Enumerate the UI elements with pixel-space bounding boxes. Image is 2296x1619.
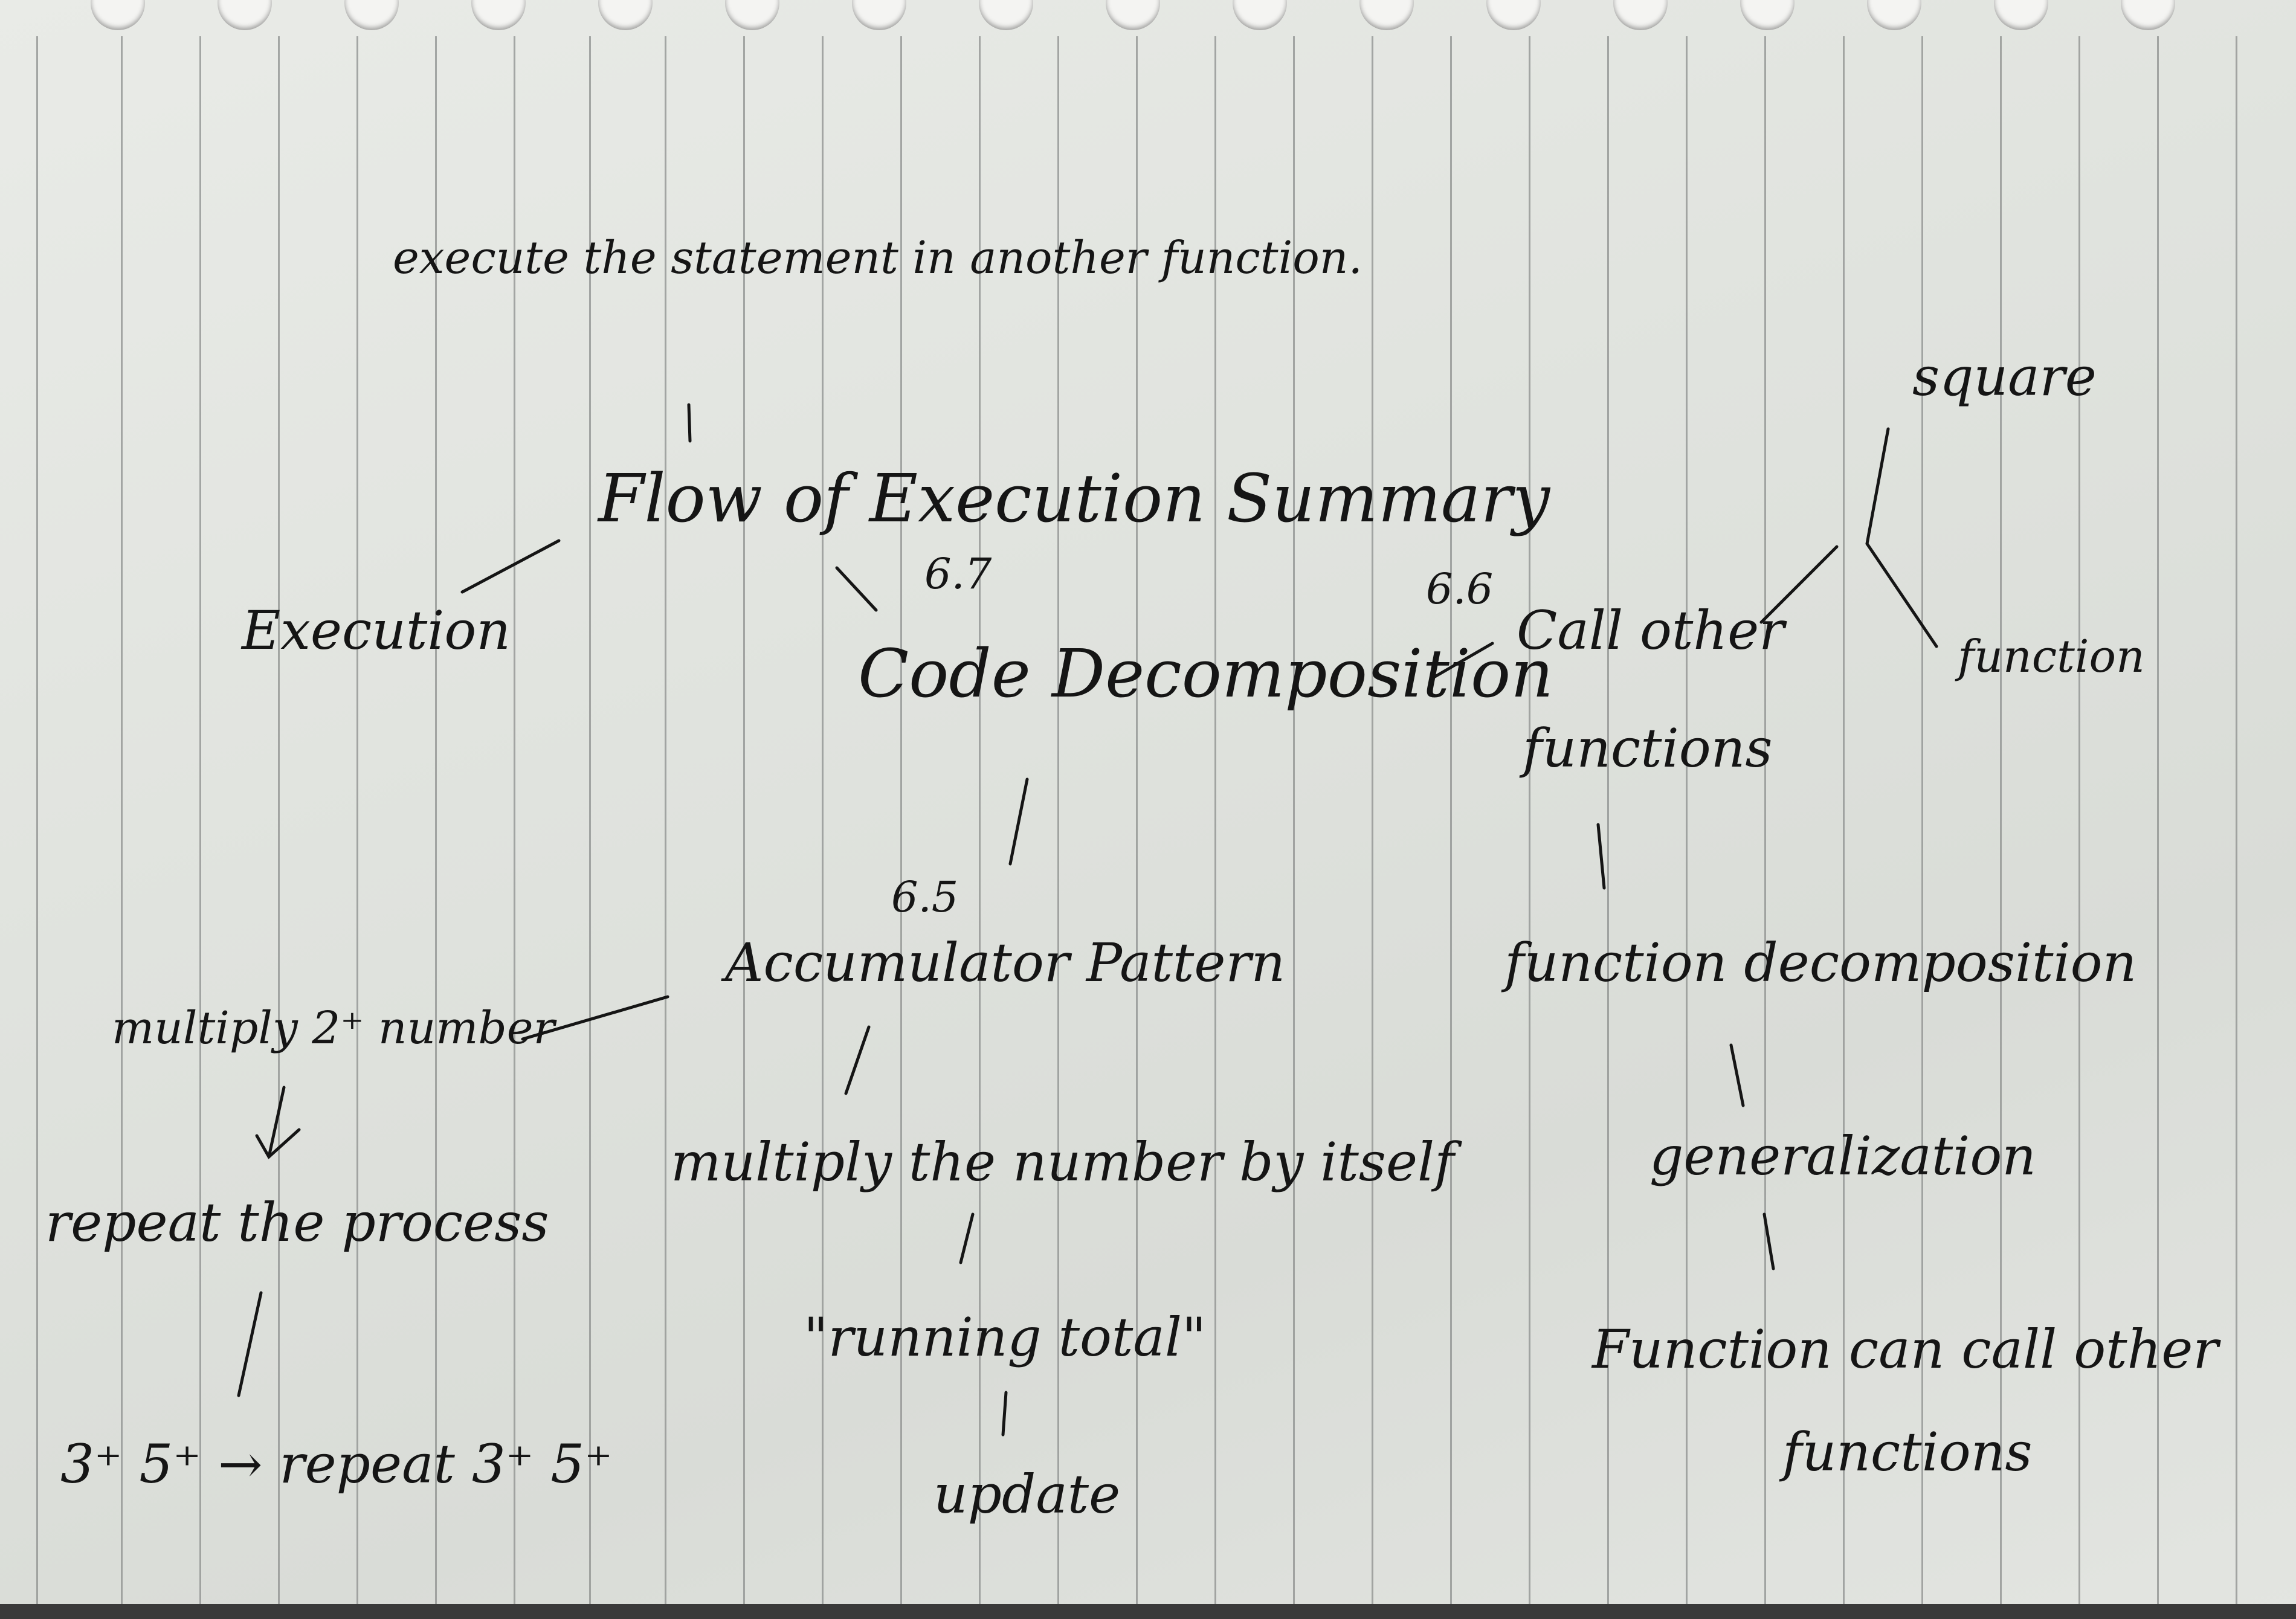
node-function-can-call-line1: Function can call other — [1592, 1318, 2219, 1380]
ruled-line — [743, 36, 745, 1619]
node-call-other-functions-line1: Call other — [1517, 599, 1785, 661]
section-label-6-7: 6.7 — [924, 549, 992, 599]
section-label-6-5: 6.5 — [891, 872, 959, 922]
ruled-line — [1372, 36, 1373, 1619]
ruled-line — [822, 36, 824, 1619]
connector-fork-square — [1865, 427, 1890, 546]
node-generalization: generalization — [1649, 1125, 2036, 1187]
node-function-decomposition: function decomposition — [1504, 932, 2137, 994]
node-execute-statement: execute the statement in another functio… — [393, 232, 1362, 284]
ruled-line — [2157, 36, 2159, 1619]
section-label-6-6: 6.6 — [1426, 564, 1494, 614]
connector-flow-code — [835, 566, 878, 612]
connector-decomposition-generalization — [1729, 1043, 1745, 1107]
ruled-line — [435, 36, 437, 1619]
connector-fork-function — [1865, 542, 1938, 648]
ruled-line — [1921, 36, 1923, 1619]
ruled-line — [1450, 36, 1452, 1619]
node-square: square — [1912, 346, 2097, 408]
node-flow-of-execution: Flow of Execution Summary — [598, 460, 1550, 537]
connector-running-update — [1001, 1391, 1008, 1437]
node-function-can-call-line2: functions — [1782, 1421, 2033, 1483]
connector-itself-running — [959, 1212, 975, 1264]
ruled-line — [1843, 36, 1845, 1619]
node-code-decomposition: Code Decomposition — [858, 635, 1554, 712]
ruled-line — [1764, 36, 1766, 1619]
node-multiply-2: multiply 2⁺ number — [112, 1002, 555, 1054]
desk-edge — [0, 1604, 2296, 1619]
connector-code-call — [1433, 642, 1494, 678]
ruled-line — [356, 36, 358, 1619]
ruled-line — [1057, 36, 1059, 1619]
ruled-line — [1686, 36, 1688, 1619]
ruled-line — [1214, 36, 1216, 1619]
connector-generalization-function-can — [1762, 1212, 1775, 1270]
connector-repeat-example — [237, 1291, 263, 1397]
node-repeat-example: 3⁺ 5⁺ → repeat 3⁺ 5⁺ — [60, 1433, 613, 1495]
connector-accumulator-itself — [844, 1025, 871, 1095]
ruled-line — [2236, 36, 2237, 1619]
ruled-line — [1607, 36, 1609, 1619]
ruled-line — [2078, 36, 2080, 1619]
node-accumulator-pattern: Accumulator Pattern — [725, 932, 1286, 994]
node-multiply-itself: multiply the number by itself — [671, 1131, 1454, 1193]
ruled-line — [2000, 36, 2002, 1619]
ruled-line — [514, 36, 515, 1619]
connector-call-decomposition — [1596, 823, 1606, 890]
connector-call-fork — [1759, 545, 1839, 624]
ruled-line — [121, 36, 123, 1619]
node-running-total: "running total" — [804, 1306, 1207, 1368]
ruled-line — [278, 36, 280, 1619]
ruled-line — [979, 36, 981, 1619]
connector-code-accumulator — [1008, 777, 1029, 866]
node-execution: Execution — [242, 599, 511, 661]
node-function: function — [1958, 631, 2145, 683]
arrowhead-multiply-repeat — [255, 1128, 301, 1159]
ruled-line — [199, 36, 201, 1619]
connector-multiply-accumulator — [521, 995, 669, 1041]
arrow-multiply-repeat — [267, 1086, 286, 1159]
ruled-line — [900, 36, 902, 1619]
node-update: update — [934, 1463, 1121, 1525]
connector-statement-flow — [687, 403, 692, 443]
node-repeat-process: repeat the process — [45, 1191, 549, 1254]
ruled-line — [36, 36, 38, 1619]
ruled-line — [589, 36, 591, 1619]
node-call-other-functions-line2: functions — [1523, 717, 1773, 779]
ruled-line — [1293, 36, 1295, 1619]
connector-execution-flow — [460, 539, 561, 594]
ruled-line — [1136, 36, 1138, 1619]
ruled-line — [665, 36, 666, 1619]
ruled-line — [1529, 36, 1530, 1619]
